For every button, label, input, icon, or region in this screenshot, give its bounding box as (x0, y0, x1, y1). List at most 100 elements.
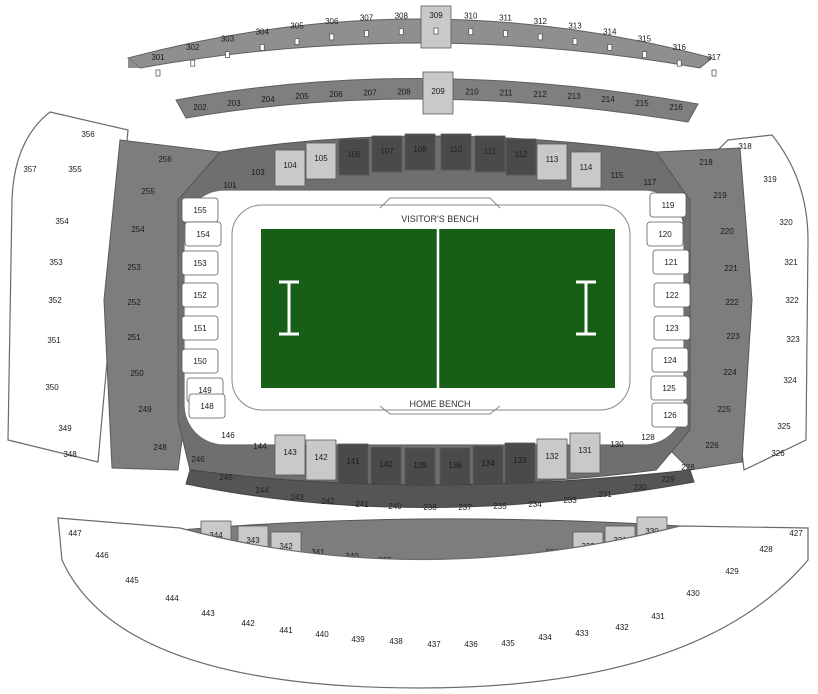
section-153[interactable] (181, 250, 219, 276)
section-318-label[interactable]: 318 (738, 142, 752, 151)
section-106[interactable] (338, 138, 370, 176)
section-441-label[interactable]: 441 (279, 626, 293, 635)
section-148-label[interactable]: 148 (200, 402, 214, 411)
section-212-label[interactable]: 212 (533, 90, 547, 99)
section-139[interactable] (404, 447, 436, 489)
section-225-label[interactable]: 225 (717, 405, 731, 414)
section-353-label[interactable]: 353 (49, 258, 63, 267)
section-303-label[interactable]: 303 (221, 35, 235, 44)
section-354-label[interactable]: 354 (55, 217, 69, 226)
section-141[interactable] (337, 443, 369, 485)
section-124[interactable] (651, 347, 689, 373)
section-427-label[interactable]: 427 (789, 529, 803, 538)
section-115-label[interactable]: 115 (611, 171, 624, 180)
section-106-label[interactable]: 106 (347, 150, 361, 159)
section-128-label[interactable]: 128 (641, 433, 655, 442)
section-447-label[interactable]: 447 (68, 529, 82, 538)
section-316-portal[interactable] (676, 59, 682, 67)
section-229-label[interactable]: 229 (661, 475, 675, 484)
section-248-label[interactable]: 248 (153, 443, 167, 452)
section-250-label[interactable]: 250 (130, 369, 144, 378)
section-357-label[interactable]: 357 (23, 165, 37, 174)
section-144-label[interactable]: 144 (253, 442, 267, 451)
section-126-label[interactable]: 126 (663, 411, 677, 420)
section-142-label[interactable]: 142 (314, 453, 328, 462)
section-309-portal[interactable] (433, 27, 439, 35)
section-439-label[interactable]: 439 (351, 635, 365, 644)
section-315-label[interactable]: 315 (638, 35, 652, 44)
section-224-label[interactable]: 224 (723, 368, 737, 377)
section-105[interactable] (305, 142, 337, 180)
section-254-label[interactable]: 254 (131, 225, 145, 234)
section-107-label[interactable]: 107 (380, 147, 394, 156)
section-150-label[interactable]: 150 (193, 357, 207, 366)
section-307-label[interactable]: 307 (360, 14, 374, 23)
section-152[interactable] (181, 282, 219, 308)
section-249-label[interactable]: 249 (138, 405, 152, 414)
section-139-label[interactable]: 139 (413, 461, 427, 470)
section-213-label[interactable]: 213 (567, 92, 581, 101)
section-240-label[interactable]: 240 (388, 502, 402, 511)
section-209[interactable] (422, 71, 454, 115)
section-312-portal[interactable] (537, 33, 543, 41)
section-124-label[interactable]: 124 (663, 356, 677, 365)
section-307-portal[interactable] (364, 30, 369, 38)
section-311-label[interactable]: 311 (499, 14, 512, 23)
section-204-label[interactable]: 204 (261, 95, 275, 104)
section-111-label[interactable]: 111 (484, 147, 497, 156)
section-313-label[interactable]: 313 (568, 22, 582, 31)
section-122[interactable] (653, 282, 691, 308)
section-203-label[interactable]: 203 (227, 99, 241, 108)
section-244-label[interactable]: 244 (255, 486, 269, 495)
section-325-label[interactable]: 325 (777, 422, 791, 431)
section-216-label[interactable]: 216 (669, 103, 683, 112)
section-136-label[interactable]: 136 (448, 461, 462, 470)
section-308-portal[interactable] (398, 28, 404, 36)
section-442-label[interactable]: 442 (241, 619, 255, 628)
section-304-label[interactable]: 304 (256, 27, 270, 36)
section-209-label[interactable]: 209 (431, 87, 445, 96)
section-146-label[interactable]: 146 (221, 431, 235, 440)
section-117-label[interactable]: 117 (644, 178, 657, 187)
section-302-portal[interactable] (190, 59, 196, 67)
section-326-label[interactable]: 326 (771, 449, 785, 458)
section-309-label[interactable]: 309 (429, 11, 443, 20)
section-350-label[interactable]: 350 (45, 383, 59, 392)
section-228-label[interactable]: 228 (681, 463, 695, 472)
section-121-label[interactable]: 121 (664, 258, 678, 267)
section-226-label[interactable]: 226 (705, 441, 719, 450)
section-223-label[interactable]: 223 (726, 332, 740, 341)
section-101-label[interactable]: 101 (223, 181, 237, 190)
section-301-portal[interactable] (155, 69, 161, 77)
section-149-label[interactable]: 149 (198, 386, 212, 395)
section-143-label[interactable]: 143 (283, 448, 297, 457)
section-342-label[interactable]: 342 (279, 542, 293, 551)
section-121[interactable] (652, 249, 690, 275)
section-428-label[interactable]: 428 (759, 545, 773, 554)
section-308-label[interactable]: 308 (395, 12, 409, 21)
section-446-label[interactable]: 446 (95, 551, 109, 560)
section-309[interactable] (420, 5, 452, 49)
section-433-label[interactable]: 433 (575, 629, 589, 638)
section-136[interactable] (439, 447, 471, 489)
section-317-label[interactable]: 317 (707, 53, 721, 62)
section-114-label[interactable]: 114 (580, 163, 593, 172)
section-348-label[interactable]: 348 (63, 450, 77, 459)
section-131-label[interactable]: 131 (578, 446, 592, 455)
section-431-label[interactable]: 431 (651, 612, 665, 621)
section-151-label[interactable]: 151 (193, 324, 207, 333)
section-323-label[interactable]: 323 (786, 335, 800, 344)
section-150[interactable] (181, 348, 219, 374)
section-304-portal[interactable] (259, 44, 265, 51)
section-122-label[interactable]: 122 (665, 291, 679, 300)
section-123-label[interactable]: 123 (665, 324, 679, 333)
section-218-label[interactable]: 218 (699, 158, 713, 167)
section-221-label[interactable]: 221 (724, 264, 738, 273)
section-256-label[interactable]: 256 (158, 155, 172, 164)
section-432-label[interactable]: 432 (615, 623, 629, 632)
section-131[interactable] (569, 432, 601, 474)
section-437-label[interactable]: 437 (427, 640, 441, 649)
section-237-label[interactable]: 237 (458, 503, 472, 512)
section-351-label[interactable]: 351 (47, 336, 61, 345)
section-313-portal[interactable] (572, 38, 578, 45)
